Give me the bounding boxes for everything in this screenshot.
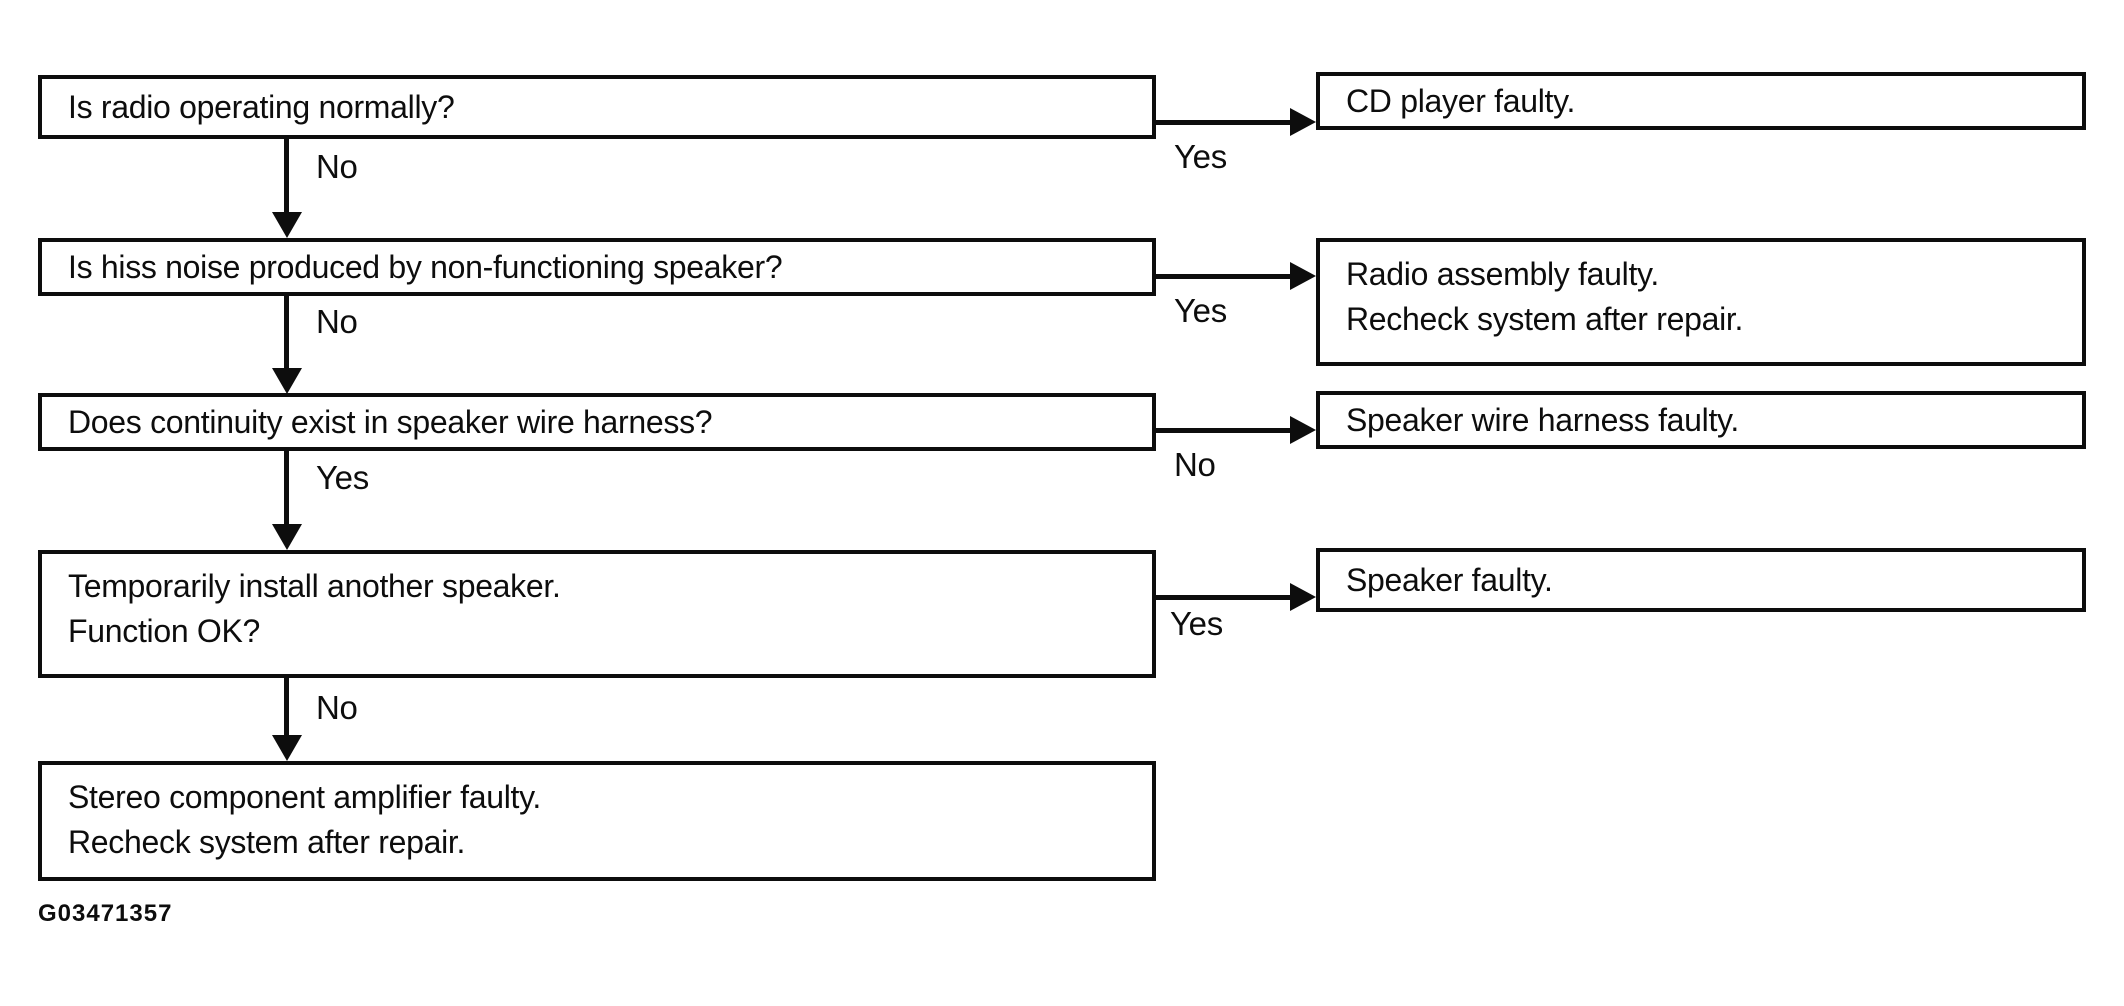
connector-q3-q4-line bbox=[284, 451, 289, 528]
result-text: CD player faulty. bbox=[1346, 82, 1576, 119]
connector-q1-r1-line bbox=[1156, 120, 1292, 125]
result-box-speaker-faulty: Speaker faulty. bbox=[1316, 548, 2086, 612]
edge-label-yes: Yes bbox=[316, 459, 369, 496]
connector-q2-q3-line bbox=[284, 296, 289, 372]
right-arrow-icon bbox=[1290, 262, 1316, 290]
edge-label-no: No bbox=[1174, 446, 1216, 483]
down-arrow-icon bbox=[272, 524, 302, 550]
decision-text: Is radio operating normally? bbox=[68, 88, 455, 125]
result-text: Speaker faulty. bbox=[1346, 561, 1553, 598]
edge-label-yes: Yes bbox=[1170, 605, 1223, 642]
down-arrow-icon bbox=[272, 368, 302, 394]
result-text-line1: Stereo component amplifier faulty. bbox=[68, 779, 542, 815]
result-box-cd-player-faulty: CD player faulty. bbox=[1316, 72, 2086, 130]
result-text-line2: Recheck system after repair. bbox=[68, 824, 466, 860]
result-box-radio-assembly-faulty: Radio assembly faulty. Recheck system af… bbox=[1316, 238, 2086, 366]
result-box-harness-faulty: Speaker wire harness faulty. bbox=[1316, 391, 2086, 449]
decision-box-install-speaker: Temporarily install another speaker. Fun… bbox=[38, 550, 1156, 678]
decision-box-radio-operating: Is radio operating normally? bbox=[38, 75, 1156, 139]
connector-q1-q2-line bbox=[284, 139, 289, 216]
edge-label-yes: Yes bbox=[1174, 138, 1227, 175]
decision-text: Is hiss noise produced by non-functionin… bbox=[68, 248, 783, 285]
right-arrow-icon bbox=[1290, 108, 1316, 136]
result-box-amplifier-faulty: Stereo component amplifier faulty. Reche… bbox=[38, 761, 1156, 881]
connector-q3-r3-line bbox=[1154, 428, 1292, 433]
right-arrow-icon bbox=[1290, 416, 1316, 444]
decision-box-hiss-noise: Is hiss noise produced by non-functionin… bbox=[38, 238, 1156, 296]
connector-q2-r2-line bbox=[1154, 274, 1292, 279]
down-arrow-icon bbox=[272, 735, 302, 761]
decision-text-line1: Temporarily install another speaker. bbox=[68, 568, 561, 604]
decision-text: Does continuity exist in speaker wire ha… bbox=[68, 403, 713, 440]
edge-label-no: No bbox=[316, 689, 358, 726]
edge-label-yes: Yes bbox=[1174, 292, 1227, 329]
result-text: Speaker wire harness faulty. bbox=[1346, 401, 1739, 438]
down-arrow-icon bbox=[272, 212, 302, 238]
result-text-line1: Radio assembly faulty. bbox=[1346, 256, 1659, 292]
right-arrow-icon bbox=[1290, 583, 1316, 611]
edge-label-no: No bbox=[316, 148, 358, 185]
connector-q4-end-line bbox=[284, 678, 289, 739]
decision-box-continuity: Does continuity exist in speaker wire ha… bbox=[38, 393, 1156, 451]
edge-label-no: No bbox=[316, 303, 358, 340]
result-text-line2: Recheck system after repair. bbox=[1346, 301, 1744, 337]
decision-text-line2: Function OK? bbox=[68, 613, 261, 649]
connector-q4-r4-line bbox=[1156, 595, 1292, 600]
figure-code: G03471357 bbox=[38, 900, 173, 927]
